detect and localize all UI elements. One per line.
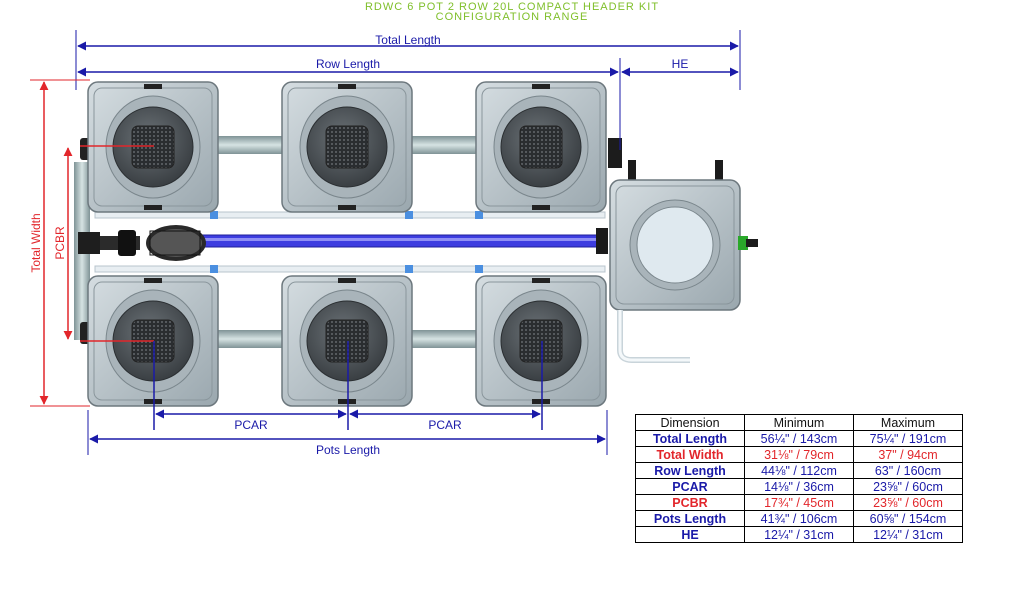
row-minimum: 44⅛" / 112cm <box>744 462 854 479</box>
row-dimension: Total Length <box>635 430 745 447</box>
header-maximum: Maximum <box>853 414 963 431</box>
row-dimension: PCAR <box>635 478 745 495</box>
row-dimension: PCBR <box>635 494 745 511</box>
row-maximum: 23⅝" / 60cm <box>853 494 963 511</box>
row-maximum: 60⅝" / 154cm <box>853 510 963 527</box>
row-minimum: 17¾" / 45cm <box>744 494 854 511</box>
header-tank <box>608 138 758 363</box>
total-length-label: Total Length <box>375 33 440 47</box>
row-minimum: 14⅛" / 36cm <box>744 478 854 495</box>
table-header-row: Dimension Minimum Maximum <box>635 414 963 431</box>
row-minimum: 56¼" / 143cm <box>744 430 854 447</box>
pot-top-3 <box>475 81 607 213</box>
row-minimum: 31⅛" / 79cm <box>744 446 854 463</box>
row-maximum: 37" / 94cm <box>853 446 963 463</box>
row-length-label: Row Length <box>316 57 380 71</box>
lower-pipe-1 <box>210 330 290 348</box>
row-maximum: 75¼" / 191cm <box>853 430 963 447</box>
lower-pipe-2 <box>405 330 485 348</box>
pot-top-1 <box>87 81 219 213</box>
title-line-2: CONFIGURATION RANGE <box>435 11 589 23</box>
header-dimension: Dimension <box>635 414 745 431</box>
pump-icon <box>78 225 206 261</box>
pot-bottom-2 <box>281 275 413 407</box>
title-line-1: RDWC 6 POT 2 ROW 20L COMPACT HEADER KIT <box>364 1 660 13</box>
upper-pipe-2 <box>405 136 485 154</box>
upper-pipe-1 <box>210 136 290 154</box>
header-minimum: Minimum <box>744 414 854 431</box>
total-width-label: Total Width <box>29 213 43 272</box>
row-maximum: 23⅝" / 60cm <box>853 478 963 495</box>
row-minimum: 12¼" / 31cm <box>744 526 854 543</box>
row-maximum: 12¼" / 31cm <box>853 526 963 543</box>
pcbr-label: PCBR <box>53 226 67 260</box>
row-dimension: Total Width <box>635 446 745 463</box>
pots-length-label: Pots Length <box>316 443 380 457</box>
row-dimension: HE <box>635 526 745 543</box>
row-minimum: 41¾" / 106cm <box>744 510 854 527</box>
pcar-label-2: PCAR <box>428 418 462 432</box>
he-label: HE <box>672 57 689 71</box>
row-dimension: Pots Length <box>635 510 745 527</box>
row-dimension: Row Length <box>635 462 745 479</box>
pot-bottom-3 <box>475 275 607 407</box>
row-maximum: 63" / 160cm <box>853 462 963 479</box>
pcar-label-1: PCAR <box>234 418 268 432</box>
pot-top-2 <box>281 81 413 213</box>
